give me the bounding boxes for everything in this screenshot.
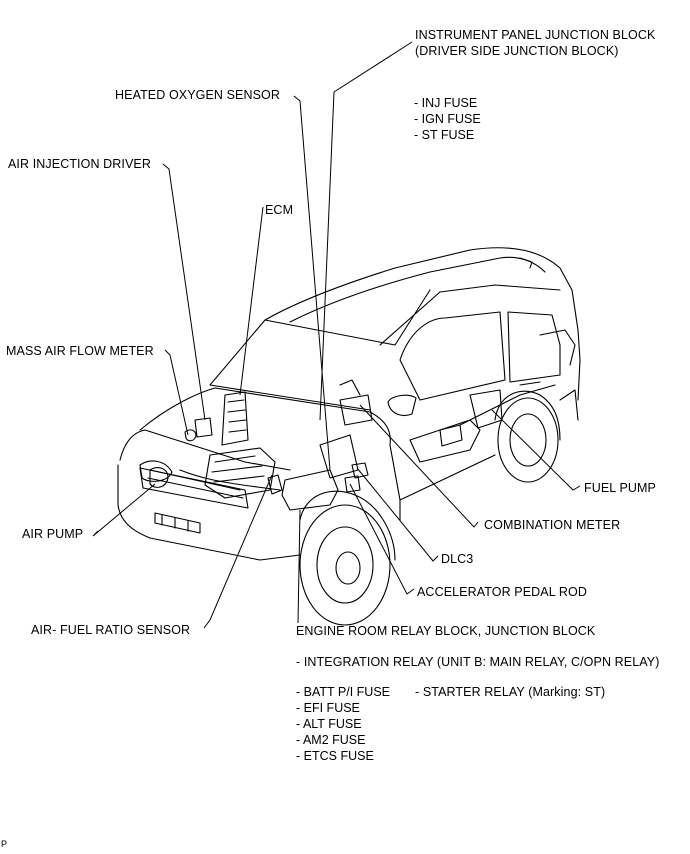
instrument-panel-fuse-list: - INJ FUSE - IGN FUSE - ST FUSE [414, 95, 481, 143]
label-starter-relay: - STARTER RELAY (Marking: ST) [415, 685, 606, 699]
label-air-fuel-ratio-sensor: AIR- FUEL RATIO SENSOR [31, 623, 191, 637]
leader-line-combination-meter [359, 404, 479, 528]
vehicle-front-fascia [117, 429, 301, 561]
leader-line-fuel-pump [491, 409, 581, 491]
front-wheel [299, 504, 391, 626]
vehicle-hood [139, 387, 391, 446]
fuse-item: - EFI FUSE [296, 701, 360, 715]
leader-line-engine-room-relay-block [297, 509, 301, 624]
fuse-item: - AM2 FUSE [296, 733, 366, 747]
leader-line-air-fuel-ratio-sensor [203, 474, 273, 629]
vehicle-roof-outline [264, 247, 581, 401]
vehicle-windshield [209, 289, 431, 411]
label-instrument-panel-junction-block: INSTRUMENT PANEL JUNCTION BLOCK [415, 28, 656, 42]
fuse-item: - INJ FUSE [414, 96, 478, 110]
corner-mark: P [1, 839, 8, 849]
label-combination-meter: COMBINATION METER [484, 518, 621, 532]
label-integration-relay: - INTEGRATION RELAY (UNIT B: MAIN RELAY,… [296, 655, 660, 669]
label-heated-oxygen-sensor: HEATED OXYGEN SENSOR [115, 88, 280, 102]
engine-room-fuse-list: - BATT P/I FUSE - EFI FUSE - ALT FUSE - … [296, 684, 390, 764]
fuse-item: - IGN FUSE [414, 112, 481, 126]
label-fuel-pump: FUEL PUMP [584, 481, 656, 495]
leader-line-air-pump [92, 483, 156, 537]
fuse-item: - ST FUSE [414, 128, 475, 142]
label-air-injection-driver: AIR INJECTION DRIVER [8, 157, 151, 171]
leader-line-ecm [239, 206, 264, 396]
leader-line-air-injection-driver [162, 163, 206, 421]
label-driver-side-junction-block: (DRIVER SIDE JUNCTION BLOCK) [415, 44, 619, 58]
fuse-item: - ETCS FUSE [296, 749, 374, 763]
label-ecm: ECM [265, 203, 294, 217]
leader-line-dlc3 [356, 467, 439, 562]
fuse-item: - BATT P/I FUSE [296, 685, 390, 699]
engine-cluster [204, 447, 276, 499]
label-accelerator-pedal-rod: ACCELERATOR PEDAL ROD [417, 585, 587, 599]
label-dlc3: DLC3 [441, 552, 474, 566]
leader-line-mass-air-flow-meter [164, 349, 189, 436]
rear-wheel [497, 397, 559, 483]
label-engine-room-relay-block: ENGINE ROOM RELAY BLOCK, JUNCTION BLOCK [296, 624, 596, 638]
fuse-item: - ALT FUSE [296, 717, 362, 731]
leader-line-accelerator-pedal-rod [349, 483, 415, 595]
side-mirror [387, 394, 417, 417]
label-air-pump: AIR PUMP [22, 527, 84, 541]
leader-line-heated-oxygen-sensor [293, 95, 331, 471]
leader-line-instrument-panel-jb [319, 41, 413, 421]
label-mass-air-flow-meter: MASS AIR FLOW METER [6, 344, 154, 358]
vehicle-body-side [389, 389, 579, 521]
